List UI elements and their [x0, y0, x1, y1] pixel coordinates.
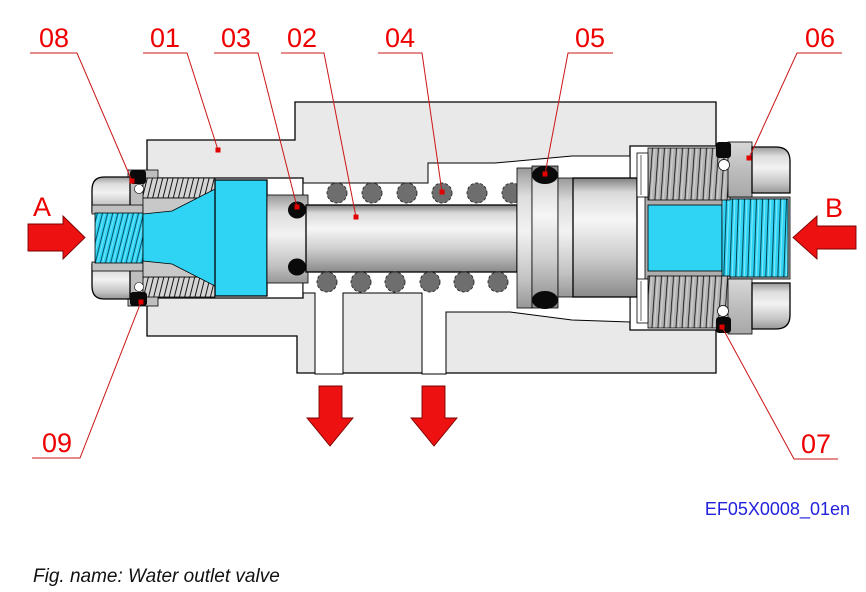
callout-06-label: 06 [805, 23, 835, 53]
port-a-threaded-bore [94, 212, 144, 264]
o-ring-07-groove [717, 305, 729, 317]
flow-arrow-b-icon [792, 214, 857, 261]
callout-05: 05 [542, 23, 613, 177]
plug-collar-bottom [727, 278, 753, 335]
callout-04: 04 [378, 23, 445, 195]
retainer-rib-left [516, 167, 533, 309]
callout-03: 03 [214, 23, 300, 210]
plug-collar-top [727, 141, 753, 198]
drawing-code: EF05X0008_01en [705, 499, 850, 520]
port-b-label: B [825, 193, 843, 223]
inlet-hex-top [91, 176, 131, 213]
o-ring-08-groove [134, 184, 144, 194]
figure-caption: Fig. name: Water outlet valve [33, 566, 280, 587]
callout-01-label: 01 [150, 23, 180, 53]
callout-04-label: 04 [385, 23, 415, 53]
o-ring-03-bottom [288, 258, 306, 276]
retainer-center [531, 165, 559, 309]
flow-arrow-a-icon [27, 214, 86, 261]
plug-relief-slots [636, 152, 649, 324]
callout-09-label: 09 [42, 428, 72, 458]
o-ring-03-top [288, 201, 306, 219]
callout-02: 02 [281, 23, 359, 220]
piston [305, 204, 518, 273]
callout-08-label: 08 [39, 23, 69, 53]
port-b-threaded-bore [721, 198, 789, 278]
callout-02-label: 02 [287, 23, 317, 53]
callout-01: 01 [143, 23, 221, 153]
outlet-arrow-left-icon [306, 385, 354, 447]
outlet-arrow-right-icon [410, 385, 458, 447]
retainer-rib-right [557, 177, 574, 298]
adjuster-cylinder [572, 177, 638, 298]
callout-06: 06 [746, 23, 842, 161]
callout-03-label: 03 [221, 23, 251, 53]
o-ring-06-groove [718, 159, 730, 171]
callout-08: 08 [30, 23, 135, 184]
port-a-label: A [33, 192, 51, 222]
poppet-disc [214, 179, 268, 297]
callout-09: 09 [32, 299, 144, 459]
callout-05-label: 05 [575, 23, 605, 53]
plug-cap-bottom [751, 282, 791, 330]
plug-cap-top [751, 146, 791, 194]
o-ring-06 [716, 142, 731, 158]
spring-coils-bottom [316, 271, 509, 293]
callout-07: 07 [719, 324, 838, 460]
o-ring-09-groove [134, 282, 144, 292]
inlet-hex-bottom [91, 263, 131, 300]
port-b-bore [647, 204, 723, 272]
spring-coils-top [326, 182, 523, 204]
callout-07-label: 07 [801, 429, 831, 459]
o-ring-05-bottom [532, 291, 558, 309]
plug-thread-top [647, 147, 731, 201]
